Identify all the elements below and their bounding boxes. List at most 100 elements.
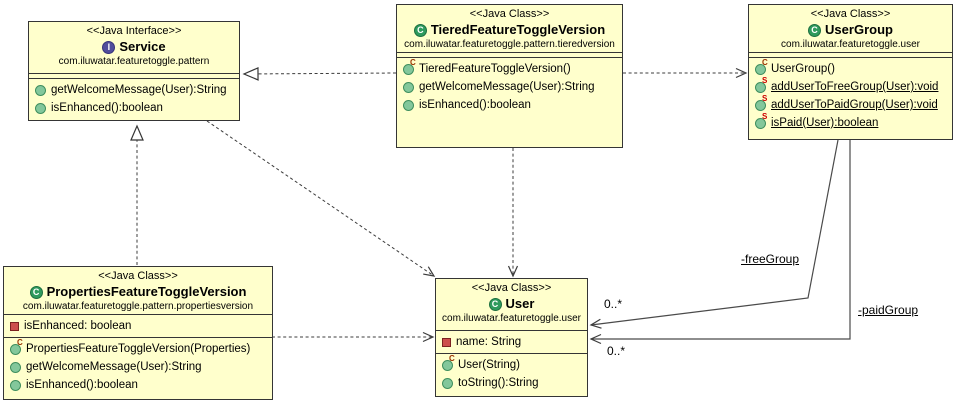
method-row: isEnhanced():boolean [4,376,272,394]
stereotype-label: <<Java Class>> [469,8,550,20]
method-icon [10,361,21,373]
class-icon: C [413,23,427,37]
class-box-tieredfeaturetoggleversion[interactable]: <<Java Class>> C TieredFeatureToggleVers… [396,4,623,148]
member-label: getWelcomeMessage(User):String [26,361,202,373]
class-name-label: User [505,296,535,311]
methods-compartment: C User(String) toString():String [436,354,587,392]
class-box-propertiesfeaturetoggleversion[interactable]: <<Java Class>> C PropertiesFeatureToggle… [3,266,273,400]
constructor-icon: C [755,58,768,75]
class-name: C UserGroup [749,22,952,38]
method-row: isEnhanced():boolean [29,99,239,117]
class-header: <<Java Class>> C PropertiesFeatureToggle… [4,267,272,315]
class-header: <<Java Class>> C User com.iluwatar.featu… [436,279,587,331]
class-name-label: PropertiesFeatureToggleVersion [46,284,247,299]
stereotype-label: <<Java Class>> [98,270,178,282]
static-marker: S [762,93,768,103]
class-header: <<Java Class>> C TieredFeatureToggleVers… [397,5,622,53]
class-icon: C [488,297,502,311]
class-name: C User [436,296,587,312]
constructor-icon: C [10,338,23,355]
field-row: name: String [436,333,587,351]
member-label: addUserToFreeGroup(User):void [771,81,939,93]
stereotype-label: <<Java Class>> [810,8,891,20]
class-box-service[interactable]: <<Java Interface>> I Service com.iluwata… [28,21,240,121]
package-label: com.iluwatar.featuretoggle.user [781,39,920,50]
member-label: UserGroup() [771,63,835,75]
stereotype-label: <<Java Interface>> [86,25,182,37]
package-label: com.iluwatar.featuretoggle.pattern [58,56,210,67]
method-row: getWelcomeMessage(User):String [29,81,239,99]
methods-compartment: getWelcomeMessage(User):String isEnhance… [29,79,239,117]
static-method-icon: S [755,94,767,111]
class-name: C TieredFeatureToggleVersion [397,22,622,38]
static-marker: S [762,75,768,85]
field-icon [10,321,19,331]
static-method-icon: S [755,76,767,93]
constructor-row: C TieredFeatureToggleVersion() [397,58,622,78]
association-usergroup-user-freegroup [589,139,839,329]
method-icon [403,81,414,93]
class-name-label: UserGroup [825,22,893,37]
constructor-row: C UserGroup() [749,58,952,78]
class-name-label: Service [119,39,166,54]
methods-compartment: C TieredFeatureToggleVersion() getWelcom… [397,58,622,114]
member-label: getWelcomeMessage(User):String [419,81,595,93]
constructor-marker: C [17,337,23,347]
field-row: isEnhanced: boolean [4,317,272,335]
methods-compartment: C PropertiesFeatureToggleVersion(Propert… [4,338,272,394]
method-row: getWelcomeMessage(User):String [397,78,622,96]
member-label: isEnhanced():boolean [51,102,163,114]
method-icon [442,377,453,389]
constructor-marker: C [410,57,416,67]
class-name: I Service [29,39,239,55]
method-row: toString():String [436,374,587,392]
method-row: getWelcomeMessage(User):String [4,358,272,376]
fields-compartment: isEnhanced: boolean [4,315,272,338]
constructor-icon: C [403,58,416,75]
member-label: isEnhanced():boolean [419,99,531,111]
multiplicity-freegroup: 0..* [604,297,623,311]
constructor-row: C PropertiesFeatureToggleVersion(Propert… [4,338,272,358]
constructor-marker: C [449,353,455,363]
method-icon [35,84,46,96]
member-label: name: String [456,336,522,348]
dependency-service-to-user [206,120,436,277]
method-icon [403,99,414,111]
class-name: C PropertiesFeatureToggleVersion [4,284,272,300]
constructor-marker: C [762,57,768,67]
static-marker: S [762,111,768,121]
member-label: PropertiesFeatureToggleVersion(Propertie… [26,343,251,355]
class-icon: C [808,23,822,37]
fields-compartment-empty [397,53,622,58]
class-name-label: TieredFeatureToggleVersion [430,22,606,37]
class-header: <<Java Interface>> I Service com.iluwata… [29,22,239,74]
multiplicity-paidgroup: 0..* [607,344,626,358]
fields-compartment: name: String [436,331,587,354]
realization-tiered-to-service [242,66,397,81]
interface-icon: I [102,40,116,54]
class-icon: C [29,285,43,299]
association-label-paidgroup: -paidGroup [858,303,919,317]
association-usergroup-user-paidgroup [589,140,851,345]
package-label: com.iluwatar.featuretoggle.user [442,313,581,324]
constructor-icon: C [442,354,455,371]
class-box-user[interactable]: <<Java Class>> C User com.iluwatar.featu… [435,278,588,397]
member-label: getWelcomeMessage(User):String [51,84,227,96]
method-icon [10,379,21,391]
member-label: isEnhanced():boolean [26,379,138,391]
stereotype-label: <<Java Class>> [471,282,552,294]
package-label: com.iluwatar.featuretoggle.pattern.prope… [22,301,254,312]
methods-compartment: C UserGroup() S addUserToFreeGroup(User)… [749,58,952,132]
member-label: User(String) [458,359,520,371]
static-method-row: S addUserToPaidGroup(User):void [749,94,952,114]
class-box-usergroup[interactable]: <<Java Class>> C UserGroup com.iluwatar.… [748,4,953,140]
method-icon [35,102,46,114]
method-row: isEnhanced():boolean [397,96,622,114]
association-label-freegroup: -freeGroup [741,252,800,266]
member-label: isPaid(User):boolean [771,117,879,129]
class-header: <<Java Class>> C UserGroup com.iluwatar.… [749,5,952,53]
member-label: addUserToPaidGroup(User):void [771,99,938,111]
static-method-row: S isPaid(User):boolean [749,111,952,132]
